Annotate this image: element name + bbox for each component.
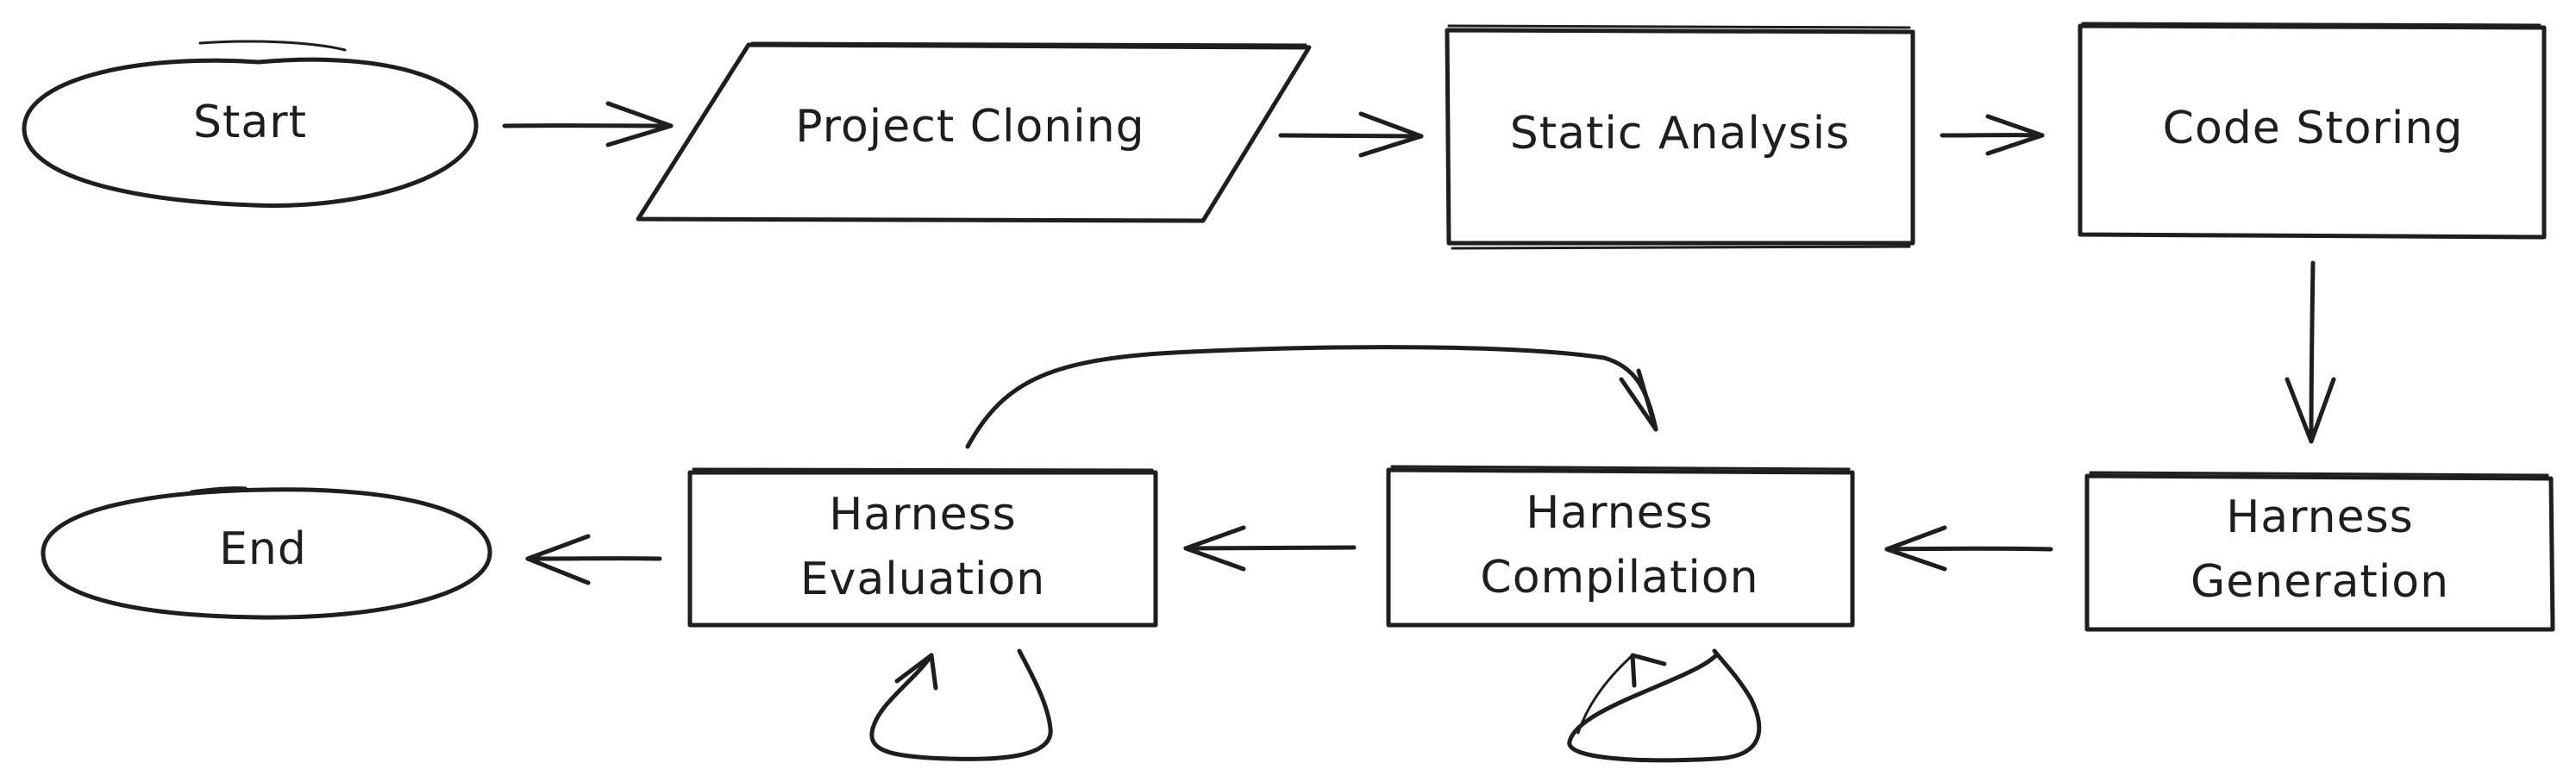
harness-compilation-node[interactable]: Harness Compilation [1386, 465, 1855, 628]
compilation-self-loop-arrow [1567, 648, 1762, 763]
harness-generation-label-line1: Harness [2226, 491, 2414, 543]
arrow-evaluation-to-compilation-retry [965, 345, 1658, 449]
harness-evaluation-label-line2: Evaluation [800, 554, 1045, 605]
code-storing-label: Code Storing [2163, 103, 2464, 154]
arrow-generation-to-compilation [1884, 525, 2053, 572]
arrow-evaluation-to-end [525, 534, 662, 585]
end-label: End [219, 523, 307, 575]
harness-compilation-label-line2: Compilation [1480, 552, 1758, 604]
static-analysis-node[interactable]: Static Analysis [1445, 24, 1915, 250]
arrow-storing-to-generation [2285, 260, 2336, 444]
harness-generation-label-line2: Generation [2191, 556, 2449, 608]
arrow-compilation-to-evaluation [1183, 525, 1357, 572]
static-analysis-label: Static Analysis [1510, 108, 1850, 160]
harness-evaluation-node[interactable]: Harness Evaluation [687, 467, 1158, 628]
end-node[interactable]: End [41, 486, 492, 620]
arrow-start-to-cloning [502, 101, 674, 147]
project-cloning-node[interactable]: Project Cloning [636, 41, 1312, 223]
harness-generation-node[interactable]: Harness Generation [2084, 471, 2555, 632]
project-cloning-label: Project Cloning [795, 101, 1144, 153]
evaluation-self-loop-arrow [869, 648, 1053, 761]
harness-compilation-label-line1: Harness [1526, 487, 1714, 539]
harness-evaluation-label-line1: Harness [829, 489, 1017, 541]
arrow-cloning-to-static [1278, 111, 1424, 158]
start-node[interactable]: Start [22, 40, 479, 208]
start-label: Start [193, 97, 307, 148]
code-storing-node[interactable]: Code Storing [2078, 22, 2547, 240]
arrow-static-to-storing [1940, 114, 2045, 156]
